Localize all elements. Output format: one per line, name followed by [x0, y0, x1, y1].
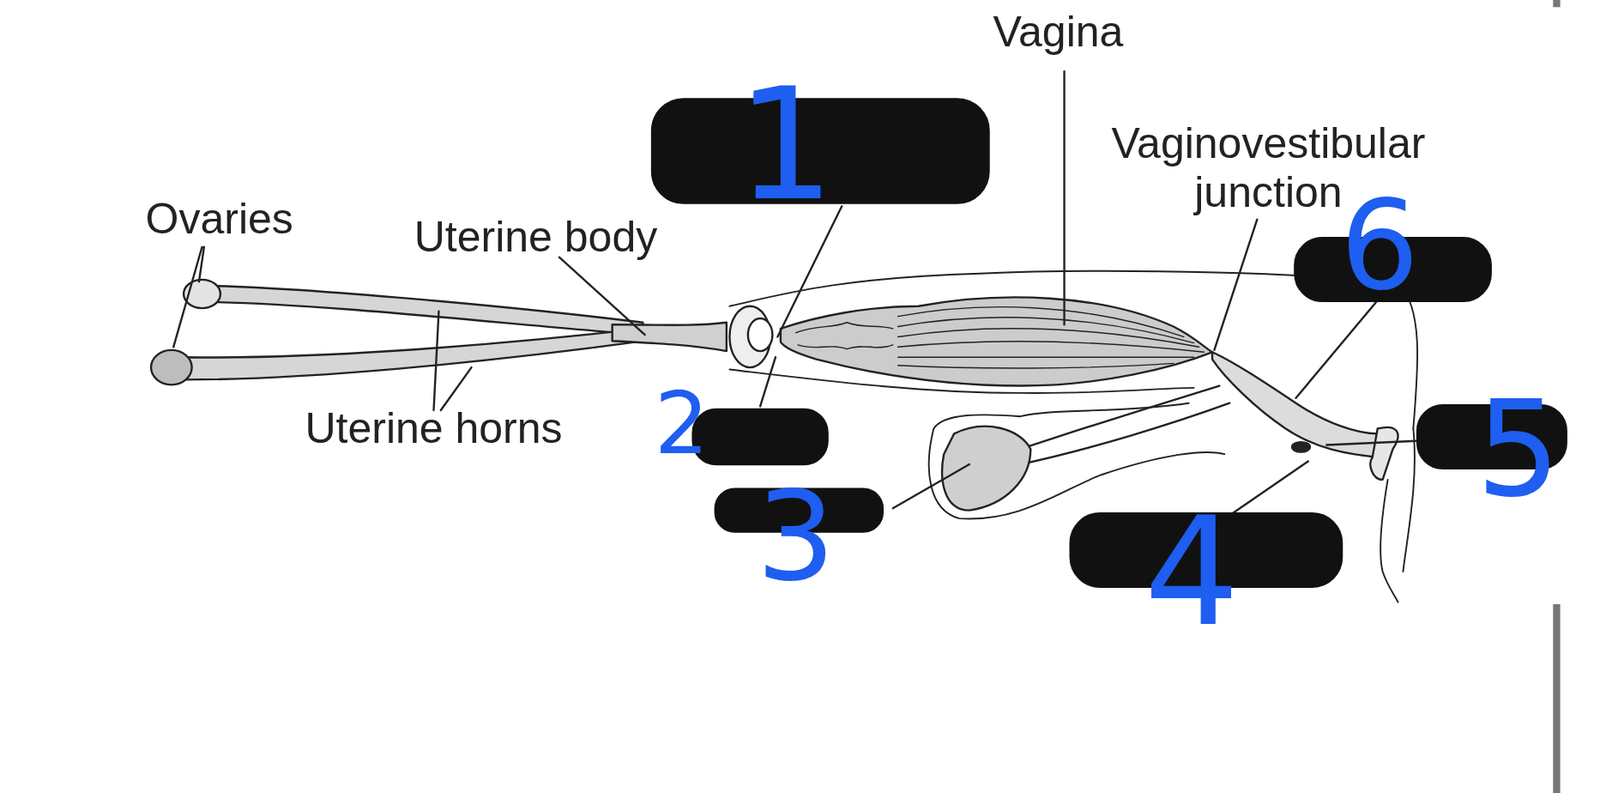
vestibule [1212, 351, 1378, 457]
callout-number: 6 [1340, 182, 1419, 308]
callout-number: 4 [1144, 496, 1240, 647]
part-label: Uterine horns [304, 404, 562, 454]
scrollbar-mark [1552, 603, 1560, 793]
uterine-horn [209, 285, 644, 335]
callout-number: 2 [654, 380, 710, 467]
urethra [1020, 386, 1230, 465]
vulva [1370, 427, 1398, 480]
part-label: Vagina [992, 7, 1124, 58]
leader-line [1229, 461, 1309, 516]
callout-number: 5 [1476, 382, 1562, 516]
leader-line [559, 257, 646, 335]
clitoral-fossa [1292, 441, 1311, 453]
uterine-horn [183, 328, 646, 380]
vagina-fold [898, 307, 1205, 369]
leader-line [434, 311, 472, 411]
leader-line [777, 205, 842, 337]
callout-number: 3 [756, 473, 836, 598]
leader-line [173, 247, 205, 348]
vagina-shape [780, 296, 1213, 386]
bladder [941, 426, 1031, 511]
leader-line [1062, 71, 1065, 325]
vagina-fold [796, 322, 894, 350]
ovary [150, 350, 193, 385]
uterine-body [612, 322, 727, 351]
part-label: Ovaries [145, 194, 294, 245]
callout-number: 1 [736, 67, 836, 223]
cervix-os [748, 318, 773, 351]
redaction-scribble [695, 411, 825, 461]
part-label: Uterine body [414, 212, 659, 263]
scrollbar-mark [1552, 0, 1560, 7]
perineum-line [1380, 428, 1415, 602]
leader-line [760, 356, 776, 406]
leader-line [893, 464, 970, 508]
leader-line [1213, 219, 1257, 351]
leader-line [1326, 440, 1417, 446]
